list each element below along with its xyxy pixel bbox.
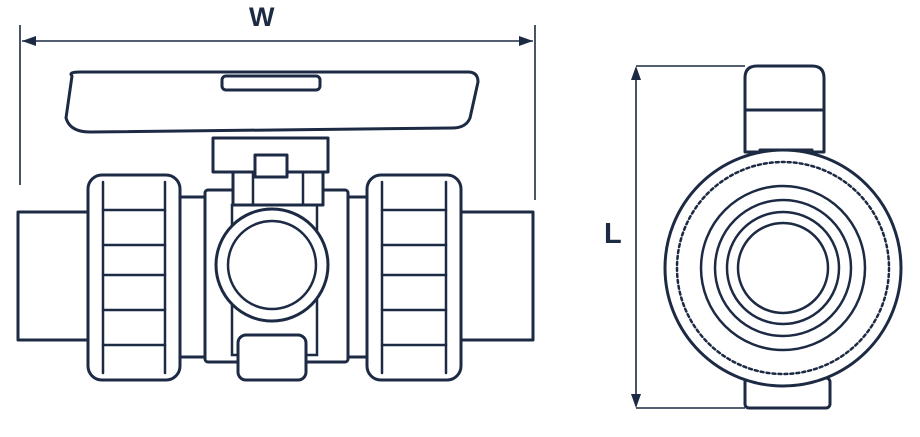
handle-boss — [220, 74, 322, 92]
side-ring-2 — [713, 198, 853, 338]
length-label: L — [604, 218, 622, 250]
front-view — [16, 70, 535, 382]
side-ring-3 — [725, 210, 841, 326]
side-handle-top — [743, 64, 826, 112]
side-view — [663, 64, 903, 410]
handle-nut — [253, 153, 289, 179]
union-nut-left — [86, 173, 182, 382]
width-dimension — [19, 25, 536, 200]
pipe-stub-left — [16, 210, 94, 342]
valve-handle — [64, 70, 480, 134]
width-arrow-left — [22, 36, 36, 46]
center-port-inner — [226, 219, 318, 311]
side-knurl-ring — [675, 160, 891, 376]
bottom-block — [236, 333, 308, 382]
length-arrow-bottom — [631, 394, 641, 408]
width-arrow-right — [519, 36, 533, 46]
side-handle-body — [743, 108, 826, 154]
center-port-outer — [214, 207, 330, 323]
union-nut-right — [365, 173, 463, 382]
length-arrow-top — [631, 66, 641, 80]
pipe-stub-right — [453, 210, 535, 342]
length-dimension — [631, 65, 745, 409]
side-bore — [736, 221, 830, 315]
side-union-disk — [663, 148, 903, 388]
width-label: W — [249, 2, 275, 32]
side-ring-1 — [699, 184, 867, 352]
